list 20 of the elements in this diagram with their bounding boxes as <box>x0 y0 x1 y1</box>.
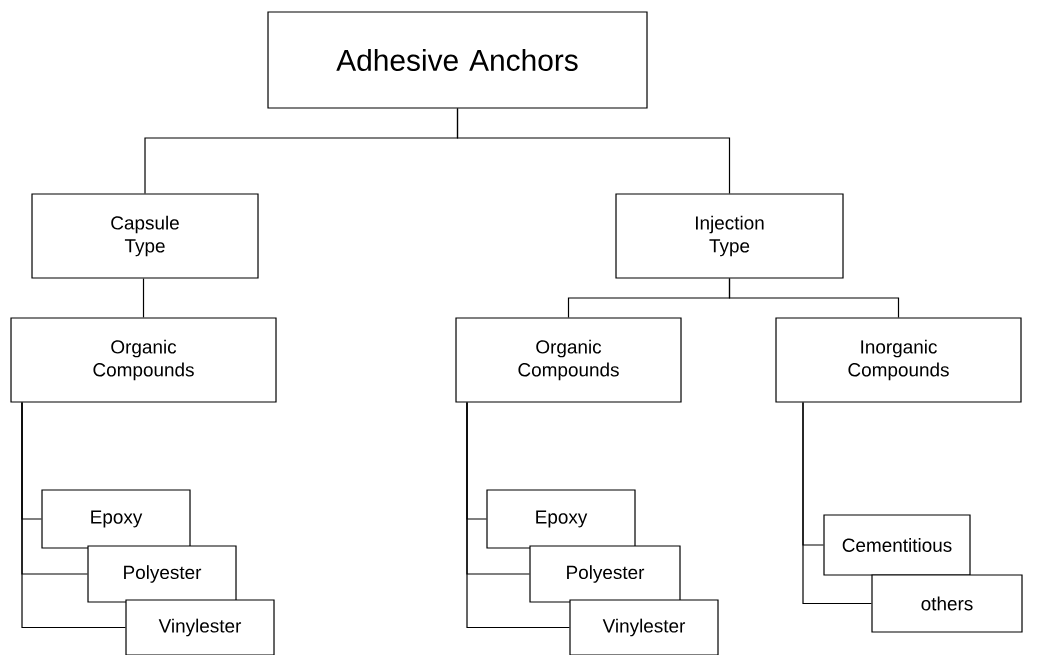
connector-line <box>21 402 126 629</box>
category-box: Inorganic Compounds <box>775 317 1022 403</box>
connector-line <box>466 402 570 629</box>
connector-line <box>728 278 900 318</box>
title-box: Adhesive Anchors <box>267 11 648 109</box>
material-box: others <box>871 574 1023 633</box>
material-box: Vinylester <box>125 599 275 655</box>
connector-line <box>456 108 731 194</box>
category-box: Organic Compounds <box>10 317 277 403</box>
connector-line <box>142 278 145 318</box>
material-box: Epoxy <box>486 489 636 549</box>
category-box: Injection Type <box>615 193 844 279</box>
material-box: Polyester <box>529 545 681 603</box>
material-box: Polyester <box>87 545 237 603</box>
material-box: Epoxy <box>41 489 191 549</box>
connector-line <box>802 402 872 605</box>
category-box: Capsule Type <box>31 193 259 279</box>
material-box: Vinylester <box>569 599 719 655</box>
material-box: Cementitious <box>823 514 971 576</box>
category-box: Organic Compounds <box>455 317 682 403</box>
